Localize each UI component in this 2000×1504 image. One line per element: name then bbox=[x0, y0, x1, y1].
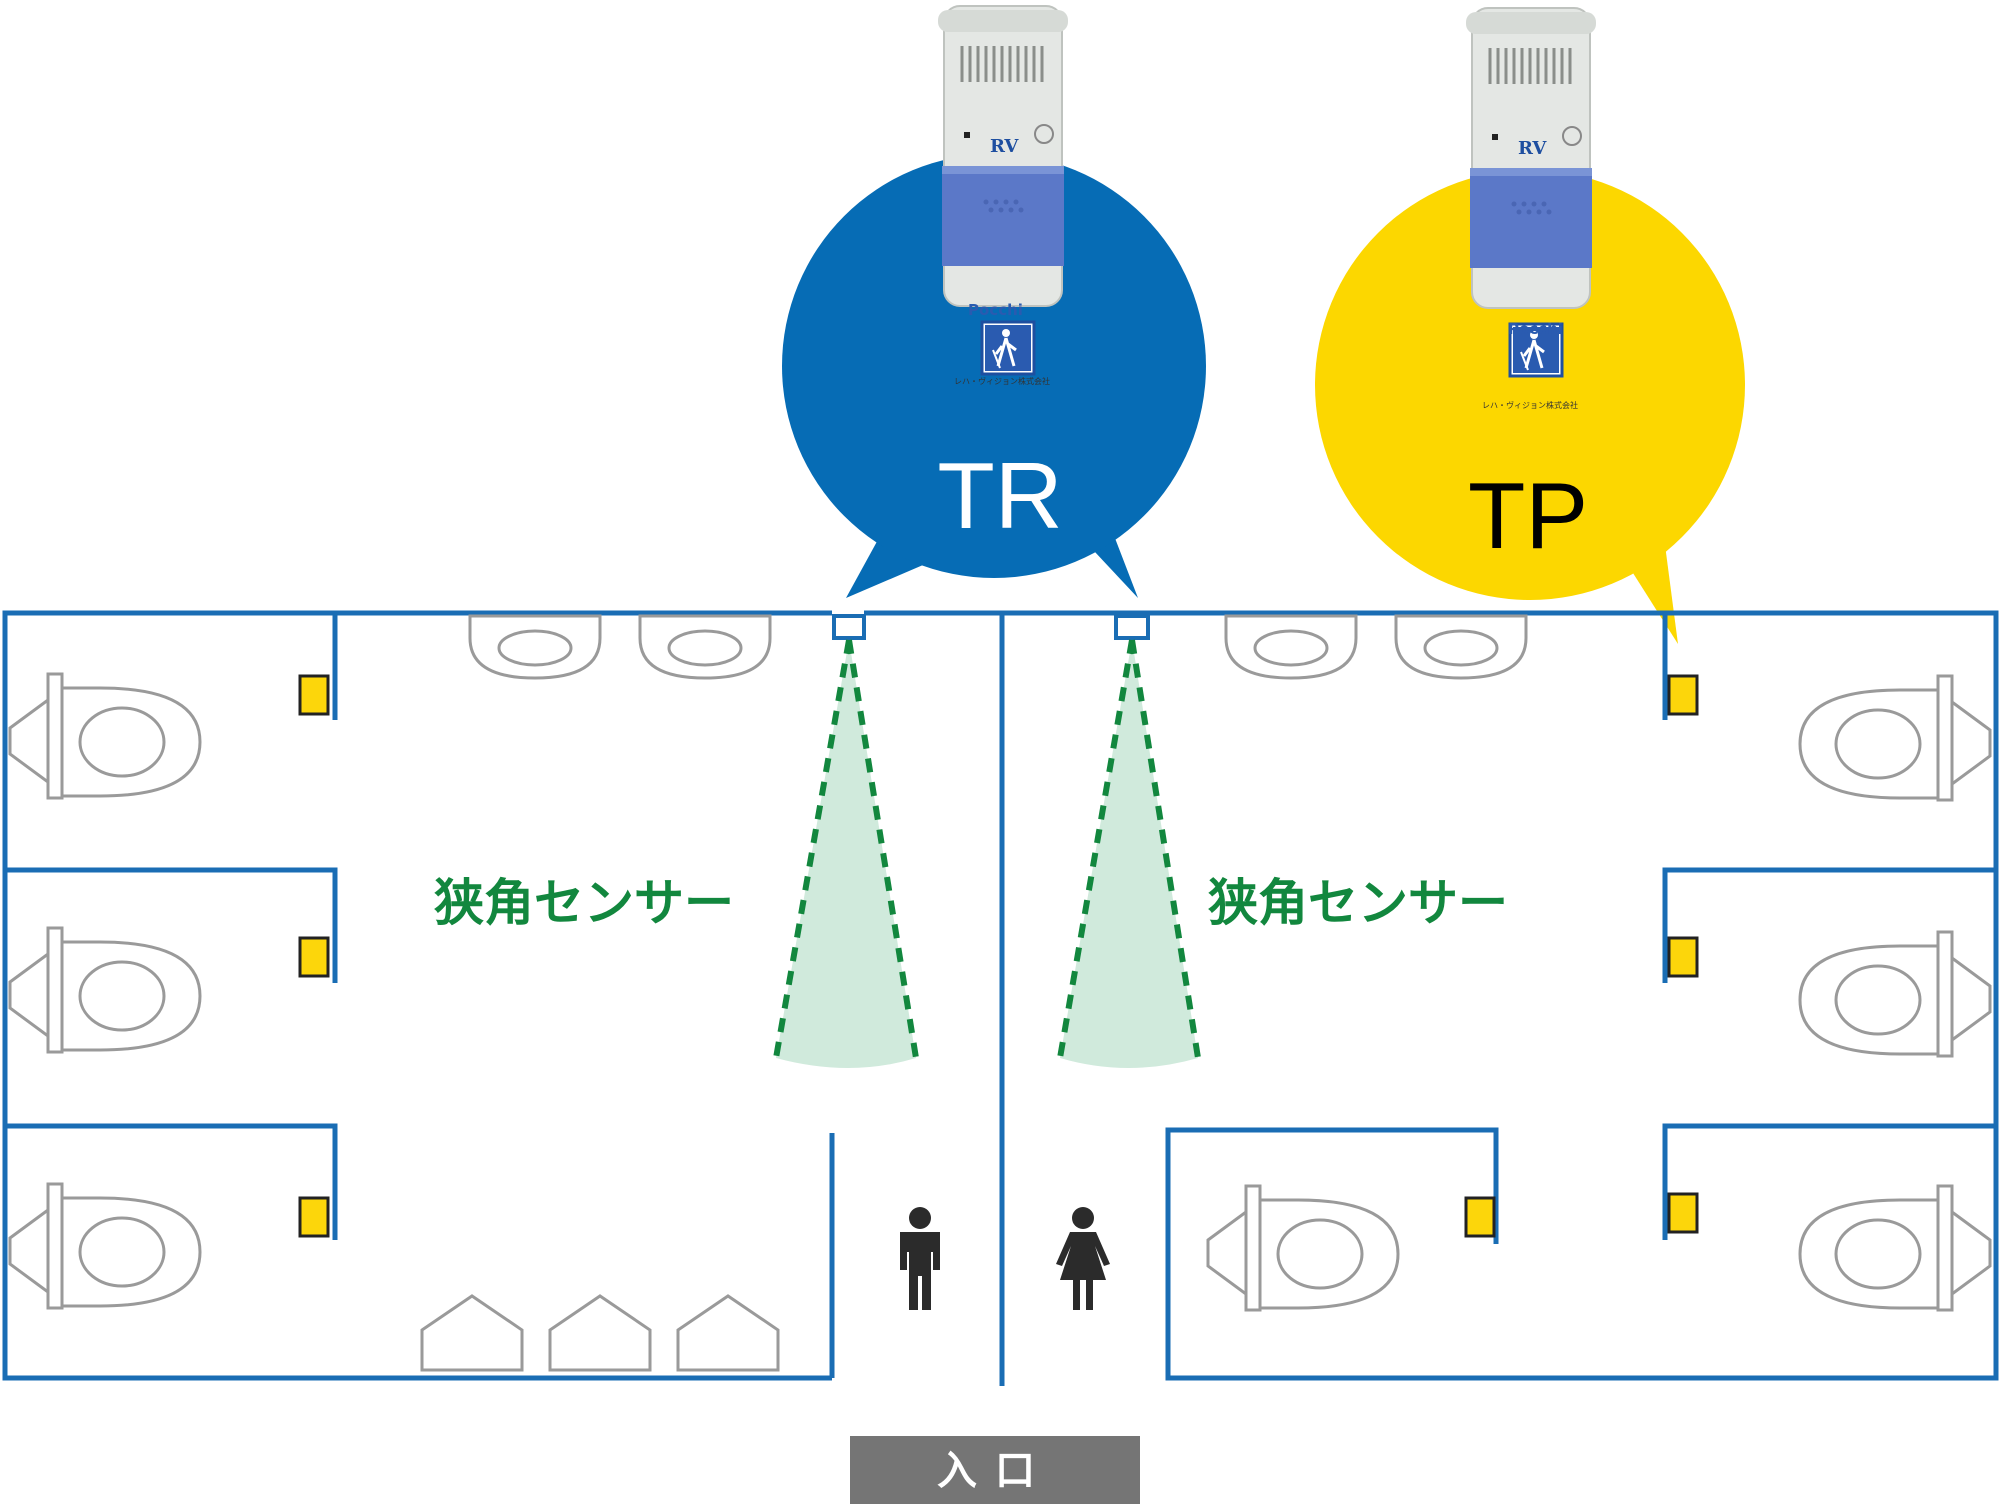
toilet-left-2 bbox=[8, 926, 202, 1054]
urinal-1 bbox=[468, 614, 602, 680]
walls bbox=[2, 610, 1999, 1386]
toilet-right-inner bbox=[1206, 1184, 1400, 1312]
urinal-2 bbox=[638, 614, 772, 680]
female-person-icon bbox=[1056, 1207, 1110, 1310]
sensor-label-left: 狭角センサー bbox=[434, 874, 734, 932]
tp-device-maker: レハ・ヴィジョン株式会社 bbox=[1482, 400, 1578, 410]
entrance-label-box bbox=[850, 1436, 1140, 1504]
sensor-cone-left bbox=[776, 640, 916, 1068]
tr-device-logo: RV bbox=[990, 136, 1019, 157]
tr-device-maker: レハ・ヴィジョン株式会社 bbox=[954, 376, 1050, 386]
beacon-left-2 bbox=[298, 936, 330, 978]
tp-callout bbox=[1315, 170, 1745, 600]
toilet-right-1 bbox=[1798, 674, 1992, 802]
toilet-left-3 bbox=[8, 1182, 202, 1310]
beacon-right-3 bbox=[1667, 1192, 1699, 1234]
beacon-right-inner bbox=[1464, 1196, 1496, 1238]
tr-device-brand: Pocchi bbox=[968, 301, 1023, 319]
sensor-cone-right bbox=[1060, 640, 1198, 1068]
beacon-right-2 bbox=[1667, 936, 1699, 978]
tr-label: TR bbox=[937, 443, 1062, 548]
beacon-right-1 bbox=[1667, 674, 1699, 716]
sensor-box-left bbox=[832, 614, 866, 640]
urinal-3 bbox=[1224, 614, 1358, 680]
sink-3 bbox=[676, 1294, 780, 1372]
tp-device-logo: RV bbox=[1518, 138, 1547, 159]
sensor-label-right: 狭角センサー bbox=[1208, 874, 1508, 932]
sink-2 bbox=[548, 1294, 652, 1372]
beacon-left-3 bbox=[298, 1196, 330, 1238]
toilet-right-2 bbox=[1798, 930, 1992, 1058]
sensor-box-right bbox=[1114, 614, 1150, 640]
entrance-label: 入口 bbox=[937, 1448, 1053, 1494]
tp-label: TP bbox=[1468, 463, 1588, 568]
male-person-icon bbox=[900, 1207, 940, 1310]
beacon-left-1 bbox=[298, 674, 330, 716]
toilet-right-3 bbox=[1798, 1184, 1992, 1312]
toilet-left-1 bbox=[8, 672, 202, 800]
sink-1 bbox=[420, 1294, 524, 1372]
urinal-4 bbox=[1394, 614, 1528, 680]
tp-device-brand: Pocchi bbox=[1508, 320, 1563, 338]
